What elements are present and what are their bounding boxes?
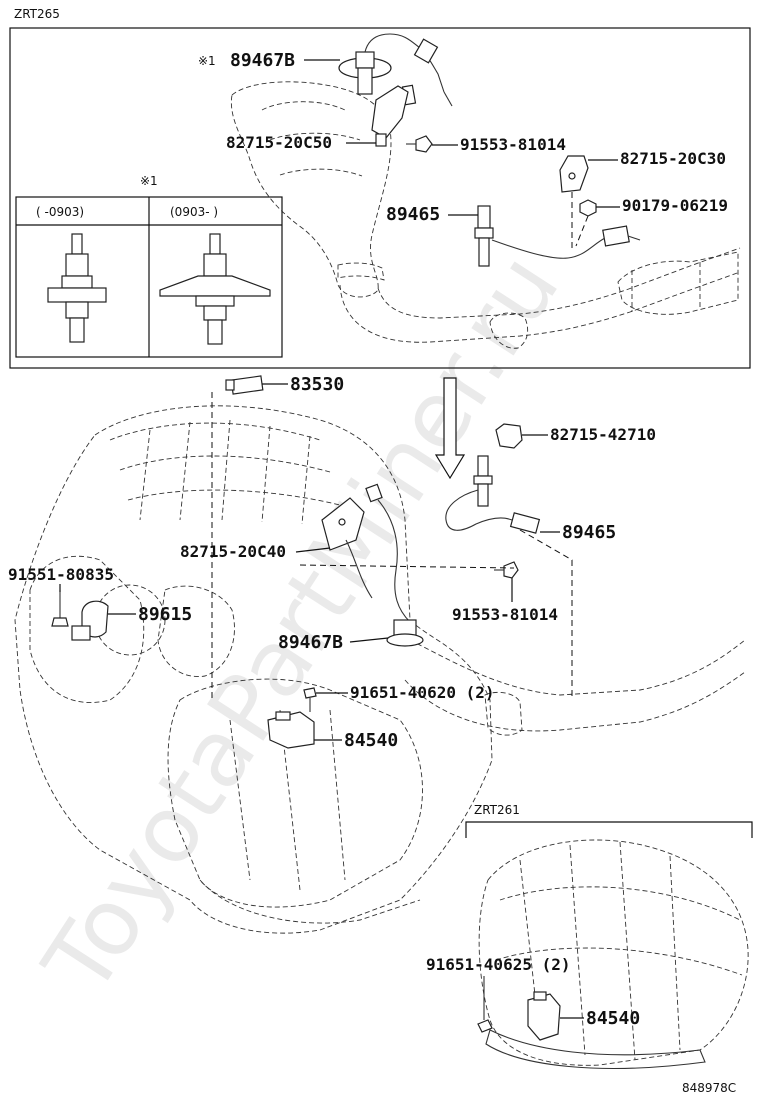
- exhaust-manifold-drawing: [230, 81, 741, 349]
- neutral-start-switch-mid: [267, 711, 315, 749]
- leader-dashes-top: [571, 192, 589, 250]
- leader-82715-20c40: [295, 547, 331, 553]
- label-91651-40620: 91651-40620 (2): [350, 683, 495, 702]
- inset-col-2-header: (0903- ): [170, 205, 218, 219]
- figure-code: 848978C: [682, 1081, 736, 1095]
- oil-pressure-switch: [225, 375, 264, 395]
- knock-sensor: [71, 600, 109, 641]
- label-84540-bottom: 84540: [586, 1008, 640, 1029]
- label-89465-mid: 89465: [562, 522, 616, 543]
- label-82715-20c50: 82715-20C50: [226, 133, 332, 152]
- label-91651-40625: 91651-40625 (2): [426, 955, 571, 974]
- bracket-82715-20c30-drawing: [559, 155, 589, 193]
- oxygen-sensor-top: [474, 205, 641, 267]
- variant-inset: ※1 ( -0903) (0903- ): [15, 174, 283, 358]
- direction-arrow: [434, 377, 466, 480]
- bracket-82715-20c40-drawing: [321, 497, 365, 551]
- nut-90179-06219-drawing: [579, 199, 597, 217]
- bolt-91553-81014-top-drawing: [406, 135, 433, 153]
- air-fuel-ratio-sensor-top: [338, 33, 453, 107]
- label-89615: 89615: [138, 604, 192, 625]
- inset-col-1-header: ( -0903): [36, 205, 84, 219]
- bolt-91553-81014-mid-drawing: [494, 561, 519, 579]
- label-82715-20c40: 82715-20C40: [180, 542, 286, 561]
- label-91551-80835: 91551-80835: [8, 565, 114, 584]
- sensor-variant-1: [47, 233, 107, 343]
- air-fuel-ratio-sensor-mid: [345, 483, 424, 647]
- section-label-zrt265: ZRT265: [14, 7, 60, 21]
- inset-mark: ※1: [140, 174, 158, 188]
- label-84540-mid: 84540: [344, 730, 398, 751]
- label-91553-81014-top: 91553-81014: [460, 135, 566, 154]
- label-82715-42710: 82715-42710: [550, 425, 656, 444]
- label-90179-06219: 90179-06219: [622, 196, 728, 215]
- bolt-91651-40620-drawing: [303, 687, 317, 712]
- leader-89465-dash: [519, 529, 573, 700]
- label-82715-20c30: 82715-20C30: [620, 149, 726, 168]
- label-mark-1-top: ※1: [198, 54, 216, 68]
- label-89465-top: 89465: [386, 204, 440, 225]
- engine-drawing: [14, 405, 746, 934]
- section-label-zrt261: ZRT261: [474, 803, 520, 817]
- bottom-section-bracket: [465, 821, 753, 838]
- leader-89467b-mid: [349, 637, 389, 643]
- transmission-drawing: [478, 839, 749, 1070]
- label-91553-81014-mid: 91553-81014: [452, 605, 558, 624]
- bracket-82715-20c50-drawing: [371, 85, 409, 147]
- label-89467b-mid: 89467B: [278, 632, 343, 653]
- bracket-82715-42710-drawing: [495, 423, 523, 449]
- leader-bolt-mid-dash: [299, 564, 515, 569]
- label-83530: 83530: [290, 374, 344, 395]
- bolt-91651-40625-drawing: [477, 976, 493, 1033]
- oxygen-sensor-mid: [445, 455, 541, 534]
- sensor-variant-2: [159, 233, 271, 345]
- bolt-91551-80835-drawing: [51, 590, 69, 627]
- top-section-frame: [9, 27, 751, 369]
- label-89467b-top: 89467B: [230, 50, 295, 71]
- neutral-start-switch-bottom: [527, 991, 561, 1041]
